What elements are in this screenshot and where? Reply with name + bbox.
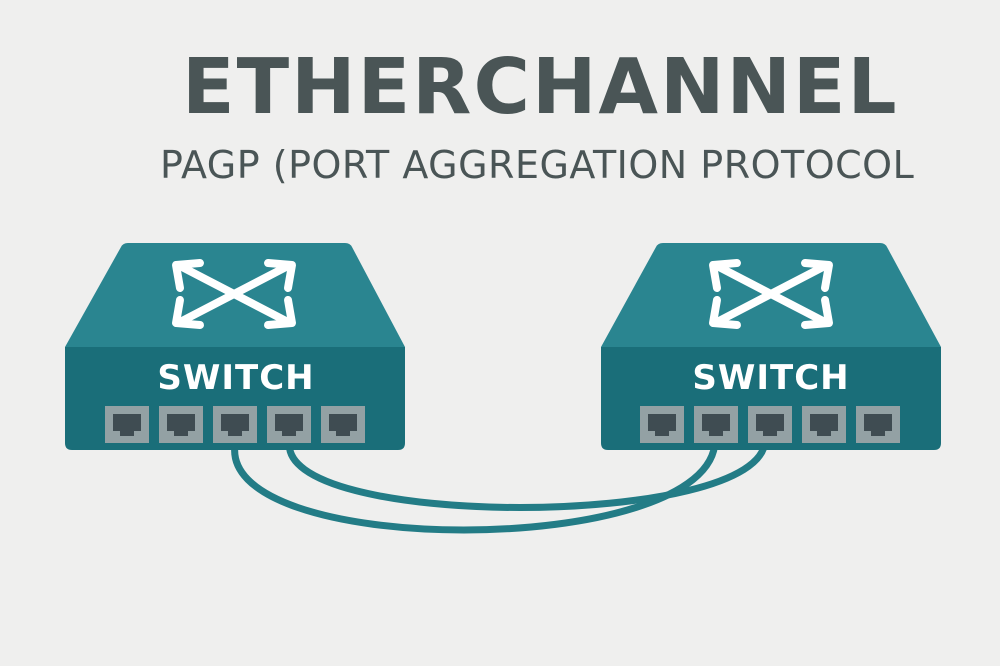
ethernet-port[interactable]: [640, 406, 684, 443]
ethernet-port[interactable]: [267, 406, 311, 443]
page-title: ETHERCHANNEL: [182, 43, 899, 132]
page-subtitle: PAGP (PORT AGGREGATION PROTOCOL: [160, 143, 915, 187]
ethernet-port[interactable]: [748, 406, 792, 443]
switch-left-front-face: [65, 347, 405, 450]
ethernet-port[interactable]: [105, 406, 149, 443]
switch-left: SWITCH: [65, 243, 405, 450]
arrows-cross-icon: [709, 259, 833, 329]
switch-left-label: SWITCH: [157, 358, 314, 398]
ethernet-port[interactable]: [694, 406, 738, 443]
switch-right-label: SWITCH: [692, 358, 849, 398]
ethernet-port[interactable]: [802, 406, 846, 443]
ethernet-port[interactable]: [159, 406, 203, 443]
switch-left-ports: [105, 406, 365, 443]
switch-right: SWITCH: [601, 243, 941, 450]
ethernet-port[interactable]: [321, 406, 365, 443]
ethernet-port[interactable]: [213, 406, 257, 443]
etherchannel-link-inner: [286, 436, 769, 511]
etherchannel-links: [231, 436, 769, 534]
etherchannel-link-outer: [231, 436, 719, 534]
switch-right-ports: [640, 406, 900, 443]
ethernet-port[interactable]: [856, 406, 900, 443]
arrows-cross-icon: [172, 259, 296, 329]
